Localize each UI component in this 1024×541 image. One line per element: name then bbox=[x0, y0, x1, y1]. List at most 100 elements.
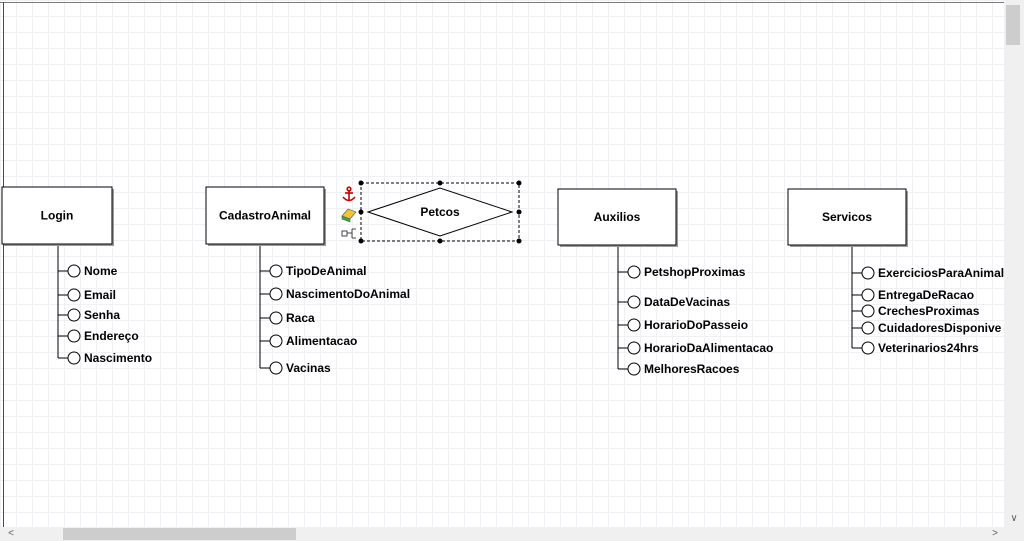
horizontal-scroll-thumb[interactable] bbox=[63, 528, 296, 540]
attribute-label: HorarioDoPasseio bbox=[644, 318, 748, 332]
scroll-left-arrow[interactable]: < bbox=[8, 528, 14, 539]
attribute-circle[interactable] bbox=[627, 362, 641, 376]
attribute-circle[interactable] bbox=[269, 334, 283, 348]
attribute-circle[interactable] bbox=[269, 264, 283, 278]
attribute-servicos-2[interactable]: CrechesProximas bbox=[861, 304, 980, 318]
attribute-label: PetshopProximas bbox=[644, 265, 746, 279]
entity-cadastro[interactable]: CadastroAnimal bbox=[205, 186, 326, 246]
handle-bl[interactable] bbox=[358, 238, 364, 244]
attribute-circle[interactable] bbox=[627, 341, 641, 355]
selection-handles[interactable] bbox=[358, 180, 522, 244]
attribute-circle[interactable] bbox=[67, 329, 81, 343]
entity-login[interactable]: Login bbox=[1, 186, 114, 246]
diagram-canvas[interactable] bbox=[0, 0, 1004, 527]
attribute-auxilios-4[interactable]: MelhoresRacoes bbox=[627, 362, 740, 376]
attribute-servicos-1[interactable]: EntregaDeRacao bbox=[861, 288, 974, 302]
entity-box[interactable] bbox=[205, 186, 325, 245]
attribute-login-0[interactable]: Nome bbox=[67, 264, 118, 278]
link-node-icon[interactable] bbox=[341, 228, 356, 239]
attribute-circle[interactable] bbox=[269, 311, 283, 325]
attribute-circle[interactable] bbox=[861, 288, 875, 302]
attribute-label: DataDeVacinas bbox=[644, 295, 730, 309]
attribute-label: TipoDeAnimal bbox=[286, 264, 366, 278]
entity-box[interactable] bbox=[1, 186, 113, 245]
entity-box[interactable] bbox=[557, 188, 677, 246]
attribute-circle[interactable] bbox=[627, 318, 641, 332]
attribute-login-1[interactable]: Email bbox=[67, 288, 116, 302]
attribute-cadastro-4[interactable]: Vacinas bbox=[269, 361, 331, 375]
scroll-down-arrow[interactable]: ∨ bbox=[1010, 513, 1018, 524]
attribute-label: CrechesProximas bbox=[878, 304, 980, 318]
relationship-petcos[interactable]: Petcos bbox=[358, 180, 522, 244]
attribute-login-2[interactable]: Senha bbox=[67, 308, 120, 322]
attribute-circle[interactable] bbox=[67, 351, 81, 365]
attribute-circle[interactable] bbox=[861, 321, 875, 335]
attribute-circle[interactable] bbox=[627, 295, 641, 309]
attribute-label: Endereço bbox=[84, 329, 139, 343]
attribute-servicos-4[interactable]: Veterinarios24hrs bbox=[861, 341, 979, 355]
attribute-label: EntregaDeRacao bbox=[878, 288, 974, 302]
vertical-scrollbar[interactable] bbox=[1004, 0, 1024, 527]
attribute-label: HorarioDaAlimentacao bbox=[644, 341, 773, 355]
handle-bm[interactable] bbox=[437, 238, 443, 244]
attribute-auxilios-0[interactable]: PetshopProximas bbox=[627, 265, 746, 279]
attribute-label: Veterinarios24hrs bbox=[878, 341, 979, 355]
handle-br[interactable] bbox=[516, 238, 522, 244]
entity-layer: Login CadastroAnimal Auxilios Servicos bbox=[1, 186, 908, 247]
handle-ml[interactable] bbox=[358, 209, 364, 215]
attribute-label: Senha bbox=[84, 308, 120, 322]
scroll-right-arrow[interactable]: > bbox=[992, 528, 998, 539]
er-diagram[interactable]: Login CadastroAnimal Auxilios Servicos Nome… bbox=[0, 0, 1004, 527]
attribute-login-3[interactable]: Endereço bbox=[67, 329, 139, 343]
eraser-icon[interactable] bbox=[341, 208, 357, 223]
attribute-cadastro-1[interactable]: NascimentoDoAnimal bbox=[269, 287, 410, 301]
attribute-servicos-3[interactable]: CuidadoresDisponive bbox=[861, 321, 1002, 335]
attribute-auxilios-2[interactable]: HorarioDoPasseio bbox=[627, 318, 748, 332]
attribute-circle[interactable] bbox=[67, 288, 81, 302]
entity-box[interactable] bbox=[787, 188, 907, 246]
canvas-left-border bbox=[3, 2, 4, 527]
attribute-login-4[interactable]: Nascimento bbox=[67, 351, 152, 365]
attribute-circle[interactable] bbox=[861, 341, 875, 355]
canvas-top-border bbox=[0, 2, 1004, 3]
handle-mr[interactable] bbox=[516, 209, 522, 215]
attribute-cadastro-0[interactable]: TipoDeAnimal bbox=[269, 264, 366, 278]
relationship-diamond[interactable] bbox=[366, 187, 514, 237]
attribute-circle[interactable] bbox=[67, 308, 81, 322]
attribute-auxilios-3[interactable]: HorarioDaAlimentacao bbox=[627, 341, 773, 355]
attribute-label: ExerciciosParaAnimal bbox=[878, 266, 1004, 280]
anchor-icon[interactable] bbox=[342, 186, 356, 202]
attribute-circle[interactable] bbox=[861, 304, 875, 318]
entity-auxilios[interactable]: Auxilios bbox=[557, 188, 678, 247]
attribute-servicos-0[interactable]: ExerciciosParaAnimal bbox=[861, 266, 1004, 280]
handle-tm[interactable] bbox=[437, 180, 443, 186]
handle-tr[interactable] bbox=[516, 180, 522, 186]
attribute-circle[interactable] bbox=[861, 266, 875, 280]
attribute-cadastro-3[interactable]: Alimentacao bbox=[269, 334, 357, 348]
attribute-circle[interactable] bbox=[269, 361, 283, 375]
scroll-corner bbox=[1004, 527, 1024, 541]
entity-servicos[interactable]: Servicos bbox=[787, 188, 908, 247]
attribute-label: Nome bbox=[84, 264, 118, 278]
handle-tl[interactable] bbox=[358, 180, 364, 186]
entity-label: CadastroAnimal bbox=[219, 209, 311, 223]
attribute-label: CuidadoresDisponive bbox=[878, 321, 1002, 335]
relationship-label: Petcos bbox=[420, 205, 460, 219]
attribute-circle[interactable] bbox=[627, 265, 641, 279]
attribute-label: Email bbox=[84, 288, 116, 302]
attribute-label: Raca bbox=[286, 311, 315, 325]
attribute-circle[interactable] bbox=[269, 287, 283, 301]
attribute-auxilios-1[interactable]: DataDeVacinas bbox=[627, 295, 730, 309]
attribute-label: NascimentoDoAnimal bbox=[286, 287, 410, 301]
vertical-scroll-thumb[interactable] bbox=[1006, 5, 1020, 45]
entity-label: Login bbox=[41, 209, 74, 223]
entity-label: Auxilios bbox=[594, 210, 641, 224]
attribute-circle[interactable] bbox=[67, 264, 81, 278]
attribute-connectors bbox=[57, 244, 862, 370]
attribute-cadastro-2[interactable]: Raca bbox=[269, 311, 315, 325]
attribute-label: MelhoresRacoes bbox=[644, 362, 740, 376]
attribute-label: Vacinas bbox=[286, 361, 331, 375]
entity-label: Servicos bbox=[822, 210, 872, 224]
attribute-label: Nascimento bbox=[84, 351, 152, 365]
